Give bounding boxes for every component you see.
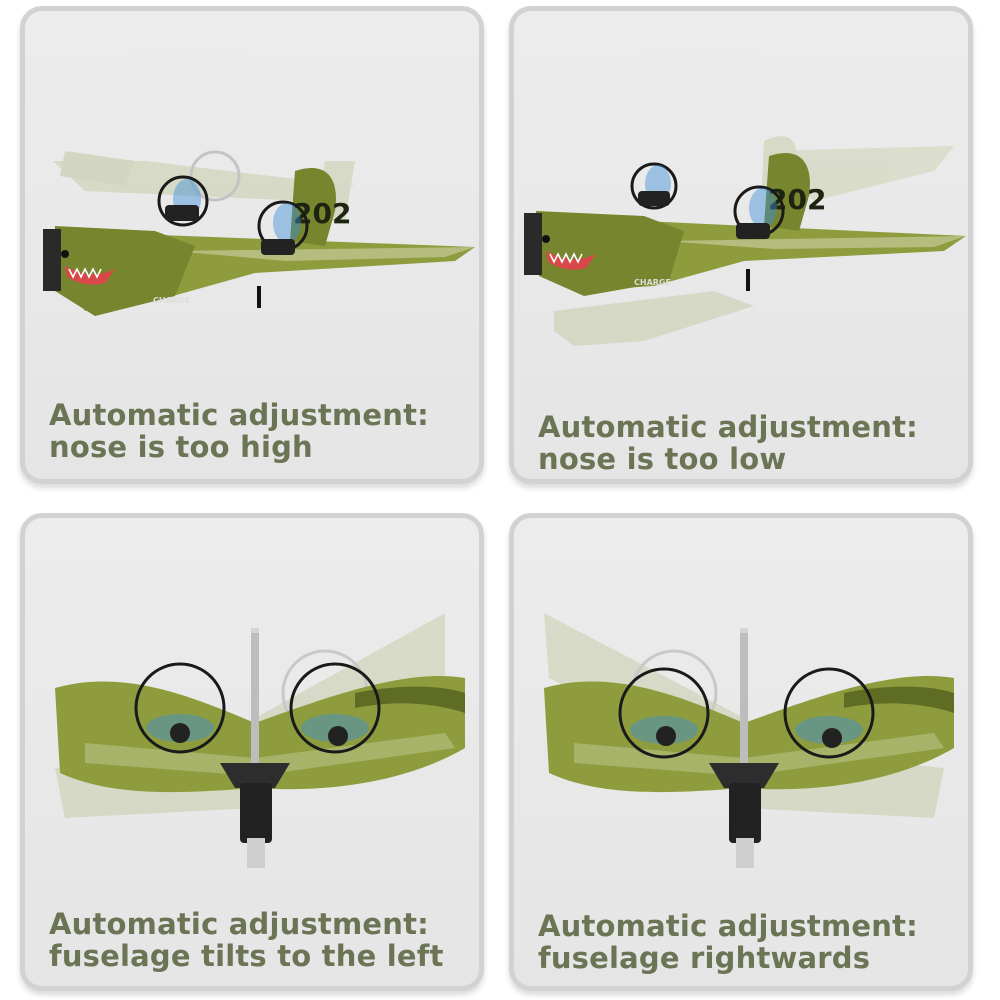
panel-tilts-left: Automatic adjustment: fuselage tilts to … [20, 513, 484, 991]
panel-caption: Automatic adjustment: fuselage tilts to … [49, 908, 444, 972]
caption-line1: Automatic adjustment: [49, 398, 429, 432]
caption-line1: Automatic adjustment: [49, 907, 429, 941]
caption-line2: fuselage tilts to the left [49, 939, 444, 973]
panel-caption: Automatic adjustment: nose is too low [538, 411, 918, 475]
panel-nose-too-high: 202 CHARGE Automatic adjustment: nose is… [20, 6, 484, 484]
charge-label: CHARGE [153, 296, 190, 305]
tail-number-text: 202 [768, 183, 826, 216]
caption-line2: nose is too high [49, 430, 313, 464]
panel-rightwards: Automatic adjustment: fuselage rightward… [509, 513, 973, 991]
caption-line1: Automatic adjustment: [538, 909, 918, 943]
caption-line1: Automatic adjustment: [538, 410, 918, 444]
plane-side-view-nose-low: 202 CHARGE [524, 136, 966, 346]
plane-front-view-tilt-right [544, 613, 954, 868]
caption-line2: fuselage rightwards [538, 941, 871, 975]
panel-caption: Automatic adjustment: fuselage rightward… [538, 910, 918, 974]
panel-nose-too-low: 202 CHARGE Automatic adjustment: nose is… [509, 6, 973, 484]
caption-line2: nose is too low [538, 442, 787, 476]
panel-caption: Automatic adjustment: nose is too high [49, 399, 429, 463]
charge-label: CHARGE [634, 278, 671, 287]
plane-front-view-tilt-left [55, 613, 465, 868]
plane-side-view-nose-high: 202 CHARGE [43, 150, 475, 316]
